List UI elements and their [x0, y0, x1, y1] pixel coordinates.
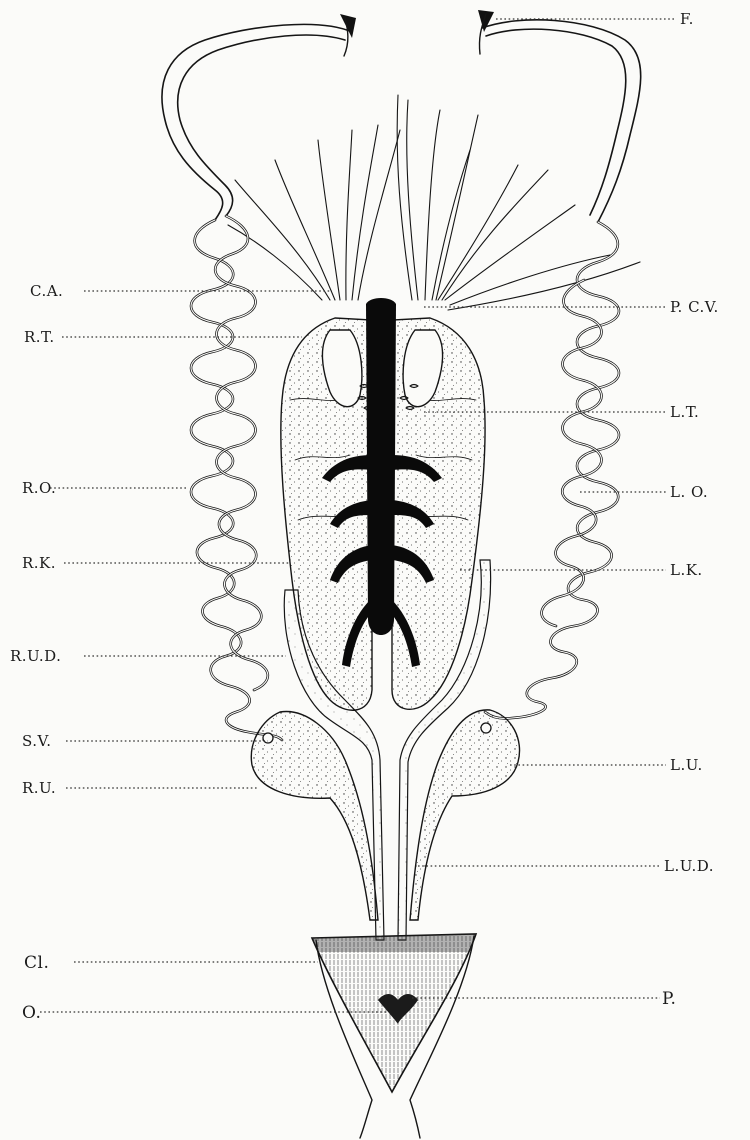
label-ru: R.U. — [22, 779, 56, 797]
label-ca: C.A. — [30, 282, 63, 300]
label-pcv: P. C.V. — [670, 298, 719, 316]
label-lt: L.T. — [670, 403, 699, 421]
label-cl: Cl. — [24, 953, 49, 973]
label-lk: L.K. — [670, 561, 703, 579]
uteri — [251, 710, 519, 920]
label-ro: R.O. — [22, 479, 56, 497]
oviduct-funnels — [162, 10, 641, 222]
label-rt: R.T. — [24, 328, 55, 346]
label-f: F. — [680, 10, 694, 28]
label-sv: S.V. — [22, 732, 52, 750]
left-oviduct-coil — [485, 222, 619, 718]
label-lud: L.U.D. — [664, 857, 714, 875]
label-lu: L.U. — [670, 756, 703, 774]
label-lo: L. O. — [670, 483, 708, 501]
label-rk: R.K. — [22, 554, 56, 572]
label-p: P. — [662, 989, 676, 1009]
label-rud: R.U.D. — [10, 647, 61, 665]
label-o: O. — [22, 1003, 41, 1023]
right-oviduct-coil — [191, 216, 282, 740]
cloaca — [312, 934, 476, 1138]
